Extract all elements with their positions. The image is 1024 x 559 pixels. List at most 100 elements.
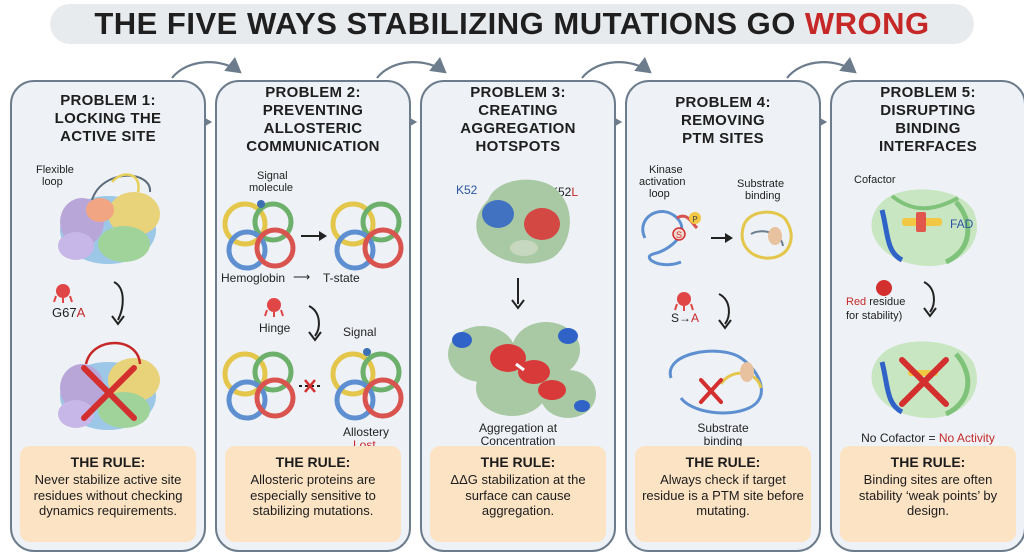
label-hemoglobin: Hemoglobin — [221, 271, 286, 285]
panel-2-title: PROBLEM 2: PREVENTING ALLOSTERIC COMMUNI… — [217, 84, 409, 156]
panel-2-title-line2: PREVENTING — [262, 102, 364, 119]
label-substrate-4: binding — [703, 434, 743, 448]
no-cofactor-text: No Cofactor = — [861, 431, 939, 445]
panel-2-title-line4: COMMUNICATION — [246, 138, 380, 155]
panel-3-title-line4: HOTSPOTS — [475, 138, 561, 155]
panel-2-rule-text: Allosteric proteins are especially sensi… — [250, 472, 376, 518]
aggregate-image — [448, 322, 596, 418]
label-red-residue: Red residue — [846, 296, 905, 309]
serine-mark: S — [676, 230, 682, 240]
label-k52: K52 — [456, 183, 478, 197]
panel-1-rule: THE RULE: Never stabilize active site re… — [20, 446, 196, 542]
panel-2-title-line1: PROBLEM 2: — [265, 84, 361, 101]
label-tstate: T-state — [323, 271, 360, 285]
panel-problem-3: PROBLEM 3: CREATING AGGREGATION HOTSPOTS… — [420, 80, 616, 552]
panel-5-title: PROBLEM 5: DISRUPTING BINDING INTERFACES — [832, 84, 1024, 156]
panel-problem-2: PROBLEM 2: PREVENTING ALLOSTERIC COMMUNI… — [215, 80, 411, 552]
label-hinge: Hinge — [259, 321, 291, 335]
arrow-down — [511, 278, 525, 310]
panel-3-rule-head: THE RULE: — [480, 454, 556, 470]
label-fad: FAD — [950, 217, 974, 231]
kinase-loop-images: S P — [641, 210, 793, 267]
kinase-mutant-image — [668, 349, 763, 415]
label-cofactor: Cofactor — [854, 174, 896, 186]
curved-arrow-down — [111, 281, 125, 326]
label-signal: Signal — [257, 170, 288, 182]
label-agg-1: Aggregation at — [478, 421, 558, 435]
label-kinase-3: loop — [649, 188, 670, 200]
label-signal-2: Signal — [343, 325, 377, 339]
label-s-to-a: S→A — [671, 312, 699, 325]
panel-5-rule-text: Binding sites are often stability ‘weak … — [858, 472, 998, 518]
panel-3-title: PROBLEM 3: CREATING AGGREGATION HOTSPOTS — [422, 84, 614, 156]
panel-problem-4: PROBLEM 4: REMOVING PTM SITES Kinase act… — [625, 80, 821, 552]
hemoglobin-r-state — [222, 200, 296, 271]
hemoglobin-images — [222, 200, 404, 271]
main-title-accent: WRONG — [804, 6, 930, 41]
panel-problem-5: PROBLEM 5: DISRUPTING BINDING INTERFACES… — [830, 80, 1024, 552]
label-substrate-1: Substrate — [737, 178, 785, 190]
red-word: Red — [846, 296, 867, 308]
panel-4-title: PROBLEM 4: REMOVING PTM SITES — [627, 94, 819, 148]
panel-4-title-line3: PTM SITES — [682, 130, 764, 147]
hemoglobin-t-state — [330, 201, 404, 271]
main-title-text: THE FIVE WAYS STABILIZING MUTATIONS GO — [94, 6, 796, 41]
panel-1-title: PROBLEM 1: LOCKING THE ACTIVE SITE — [12, 92, 204, 146]
label-allostery: Allostery — [343, 425, 390, 439]
binding-site-disrupted-image — [871, 341, 977, 419]
mutation-icon — [674, 292, 694, 311]
phosphate-mark: P — [692, 215, 697, 224]
label-stability: for stability) — [846, 310, 903, 322]
residue-word: residue — [866, 296, 906, 308]
mutation-prefix: G67 — [52, 305, 77, 320]
curved-arrow-down — [718, 293, 732, 330]
binding-site-image — [871, 189, 977, 267]
label-no-cofactor: No Cofactor = No Activity — [832, 432, 1024, 445]
panel-3-rule-text: ΔΔG stabilization at the surface can cau… — [450, 472, 586, 518]
label-loop: loop — [42, 176, 63, 188]
panel-2-rule-head: THE RULE: — [275, 454, 351, 470]
label-flexible: Flexible — [36, 164, 74, 176]
panel-4-rule-head: THE RULE: — [685, 454, 761, 470]
panel-5-title-line1: PROBLEM 5: — [880, 84, 976, 101]
panel-3-rule: THE RULE: ΔΔG stabilization at the surfa… — [430, 446, 606, 542]
label-substrate-2: binding — [745, 190, 781, 202]
panel-1-rule-text: Never stabilize active site residues wit… — [33, 472, 183, 518]
panel-5-title-line4: INTERFACES — [878, 138, 977, 155]
protein-surface-image — [476, 179, 570, 264]
hemoglobin-locked-images — [222, 348, 404, 421]
label-arrow: ⟶ — [293, 270, 311, 284]
label-substrate-3: Substrate — [697, 421, 749, 435]
panel-1-title-line3: ACTIVE SITE — [60, 128, 156, 145]
protein-flexible-image — [58, 173, 160, 264]
label-kinase-2: activation — [639, 176, 686, 188]
panel-problem-1: PROBLEM 1: LOCKING THE ACTIVE SITE Flexi… — [10, 80, 206, 552]
panel-1-rule-head: THE RULE: — [70, 454, 146, 470]
panel-1-title-line2: LOCKING THE — [54, 110, 162, 127]
k52l-suffix: L — [571, 185, 579, 199]
panel-1-title-line1: PROBLEM 1: — [60, 92, 156, 109]
label-molecule: molecule — [249, 182, 294, 194]
panel-2-rule: THE RULE: Allosteric proteins are especi… — [225, 446, 401, 542]
panel-3-title-line3: AGGREGATION — [460, 120, 576, 137]
no-activity-text: No Activity — [938, 431, 995, 445]
panel-3-title-line1: PROBLEM 3: — [470, 84, 566, 101]
mutation-icon — [264, 298, 284, 317]
mutation-label: G67A — [52, 306, 85, 319]
protein-locked-image — [58, 341, 160, 430]
panel-4-title-line2: REMOVING — [680, 112, 766, 129]
panel-2-title-line3: ALLOSTERIC — [263, 120, 363, 137]
mutation-suffix: A — [76, 305, 86, 320]
panel-4-rule-text: Always check if target residue is a PTM … — [642, 472, 804, 518]
panel-5-title-line2: DISRUPTING — [880, 102, 976, 119]
main-title: THE FIVE WAYS STABILIZING MUTATIONS GO W… — [50, 4, 974, 44]
panel-4-rule: THE RULE: Always check if target residue… — [635, 446, 811, 542]
label-kinase-1: Kinase — [649, 164, 683, 176]
curved-arrow-down — [308, 305, 322, 342]
panel-5-title-line3: BINDING — [895, 120, 961, 137]
s-to-a-suffix: A — [691, 311, 700, 325]
panel-3-title-line2: CREATING — [478, 102, 558, 119]
panel-4-title-line1: PROBLEM 4: — [675, 94, 771, 111]
s-to-a-prefix: S→ — [671, 311, 692, 325]
panel-5-rule-head: THE RULE: — [890, 454, 966, 470]
